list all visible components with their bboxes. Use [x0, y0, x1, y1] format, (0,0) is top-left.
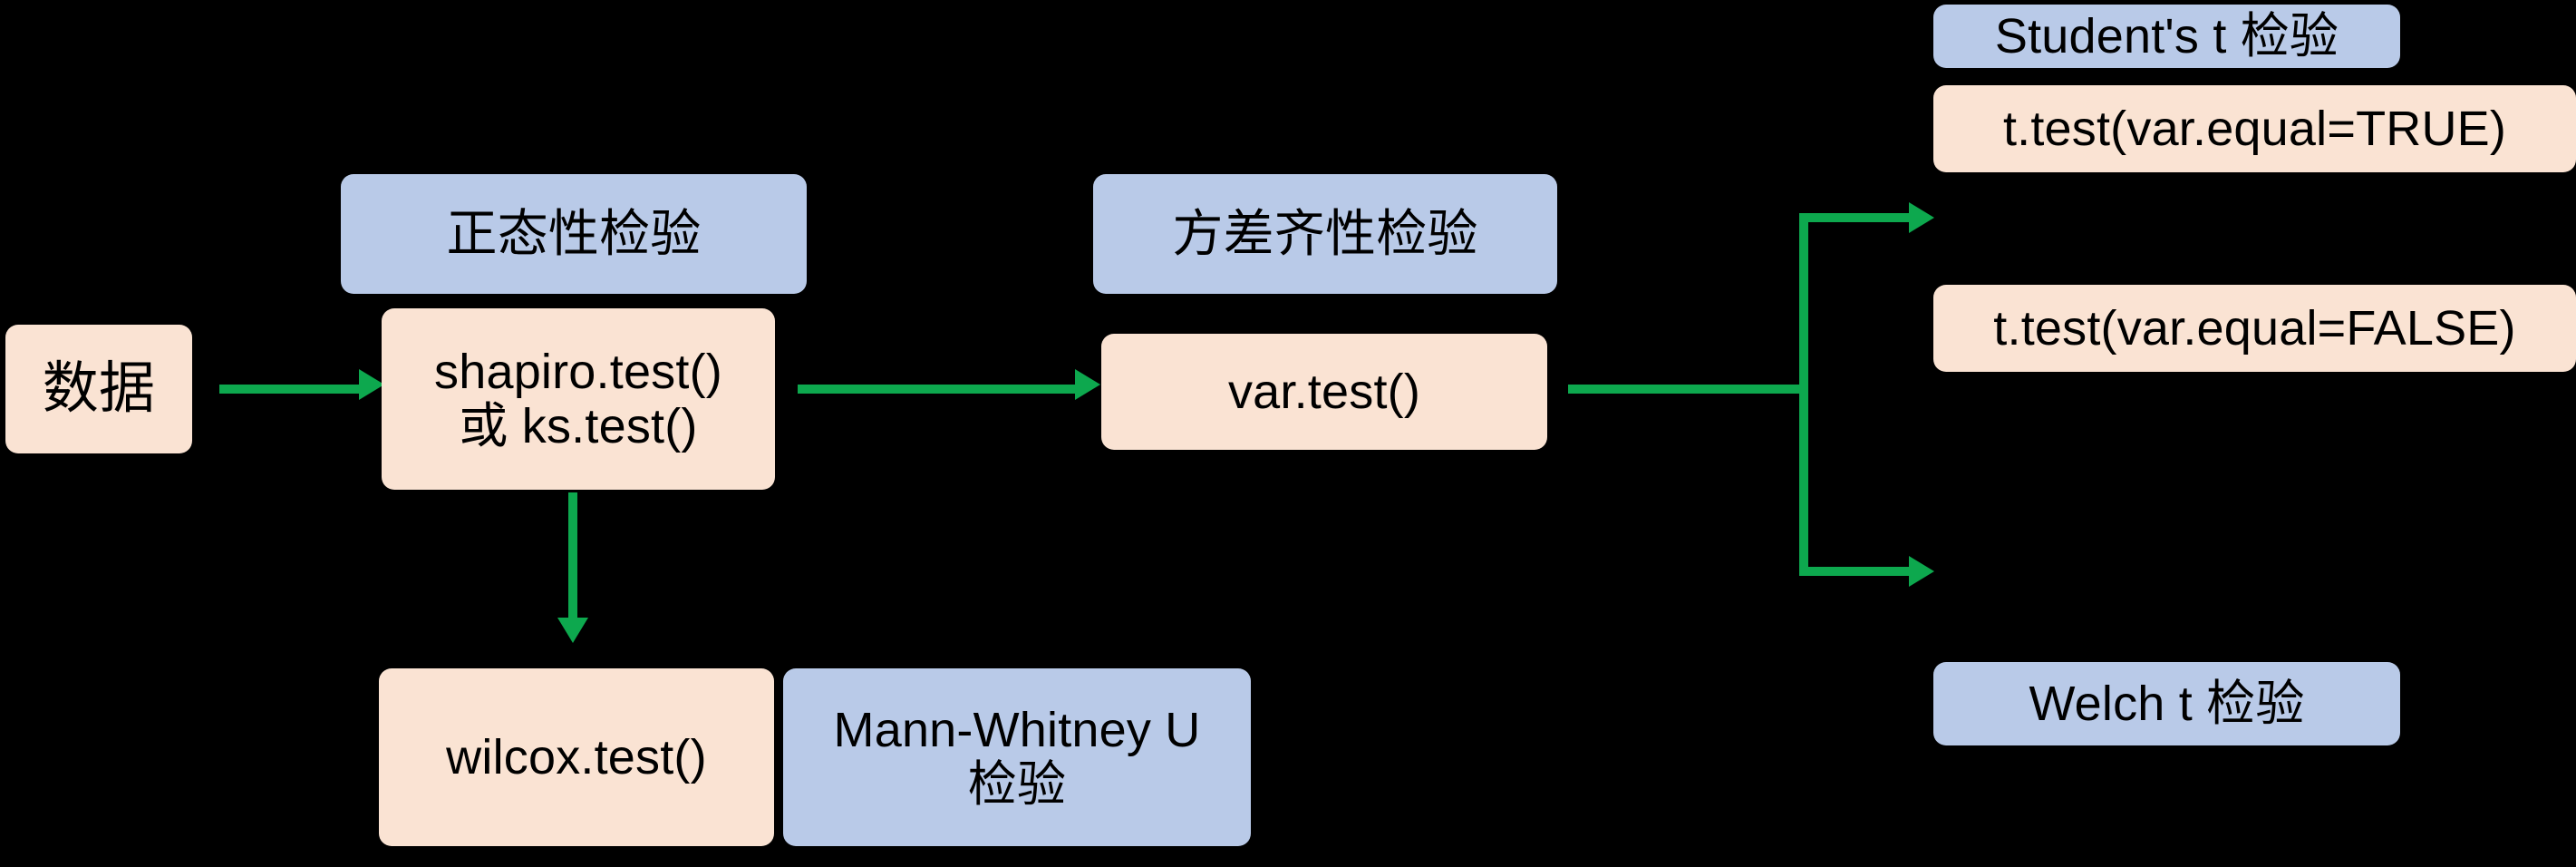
node-variance-label[interactable]: 方差齐性检验: [1093, 174, 1557, 294]
arrowhead-normality-to-variance: [1075, 369, 1100, 400]
node-variance-method[interactable]: var.test(): [1101, 334, 1547, 450]
node-welch-t-label[interactable]: Welch t 检验: [1933, 662, 2400, 745]
arrowhead-branch-upper: [1909, 202, 1934, 233]
connector-normality-to-variance: [798, 385, 1079, 394]
connector-branch-lower: [1799, 567, 1915, 576]
node-mann-whitney-label[interactable]: Mann-Whitney U 检验: [783, 668, 1251, 846]
node-data[interactable]: 数据: [5, 325, 192, 453]
node-t-test-true-method[interactable]: t.test(var.equal=TRUE): [1933, 85, 2576, 172]
node-normality-method[interactable]: shapiro.test() 或 ks.test(): [382, 308, 775, 490]
connector-normality-to-wilcox: [568, 492, 577, 619]
node-t-test-false-method[interactable]: t.test(var.equal=FALSE): [1933, 285, 2576, 372]
connector-data-to-normality: [219, 385, 361, 394]
arrowhead-data-to-normality: [359, 369, 384, 400]
arrowhead-branch-lower: [1909, 556, 1934, 587]
node-wilcox-method[interactable]: wilcox.test(): [379, 668, 774, 846]
connector-branch-upper: [1799, 213, 1915, 222]
connector-variance-stem: [1568, 385, 1799, 394]
node-normality-label[interactable]: 正态性检验: [341, 174, 807, 294]
connector-branch-spine: [1799, 213, 1808, 576]
node-students-t-label[interactable]: Student's t 检验: [1933, 5, 2400, 68]
arrowhead-normality-to-wilcox: [557, 618, 588, 643]
